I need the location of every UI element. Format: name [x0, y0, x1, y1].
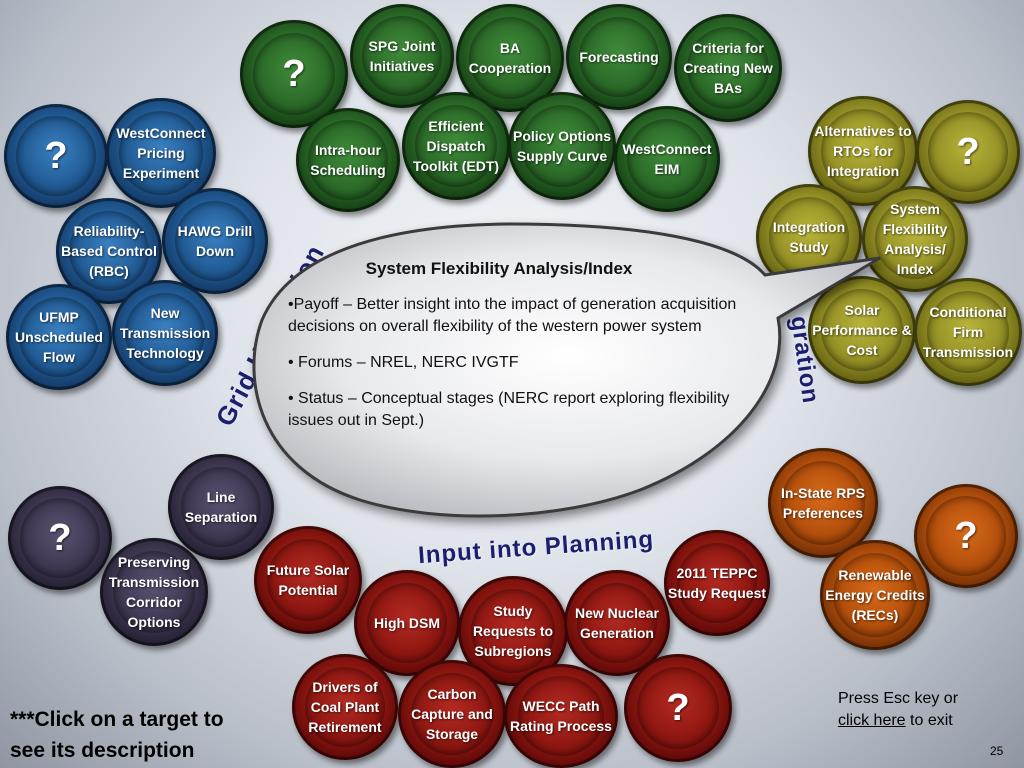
solar-performance-cost-bubble[interactable]: Solar Performance & Cost — [808, 276, 916, 384]
bubble-label: Reliability-Based Control (RBC) — [61, 223, 157, 279]
ba-cooperation-bubble[interactable]: BA Cooperation — [456, 4, 564, 112]
bubble-label: High DSM — [373, 615, 441, 631]
new-nuclear-generation-bubble[interactable]: New Nuclear Generation — [564, 570, 670, 676]
status-text: • Status – Conceptual stages (NERC repor… — [288, 390, 730, 429]
exit-prefix: Press Esc key or — [838, 690, 959, 707]
callout-content: System Flexibility Analysis/Index •Payof… — [288, 258, 750, 446]
bubble-label: In-State RPS Preferences — [780, 485, 865, 521]
red-question-bubble[interactable]: ? — [624, 654, 732, 762]
alternatives-to-rtos-bubble[interactable]: Alternatives to RTOs for Integration — [808, 96, 918, 206]
line-separation-bubble[interactable]: Line Separation — [168, 454, 274, 560]
exit-instruction: Press Esc key or click here to exit — [838, 688, 958, 732]
carbon-capture-storage-bubble[interactable]: Carbon Capture and Storage — [398, 660, 506, 768]
green-question-bubble[interactable]: ? — [240, 20, 348, 128]
bubble-label: System Flexibility Analysis/ Index — [882, 201, 948, 277]
bubble-label: WestConnect Pricing Experiment — [116, 125, 206, 181]
hawg-drill-down-bubble[interactable]: HAWG Drill Down — [162, 188, 268, 294]
olive-question-bubble[interactable]: ? — [916, 100, 1020, 204]
forecasting-bubble[interactable]: Forecasting — [566, 4, 672, 110]
new-transmission-technology-bubble[interactable]: New Transmission Technology — [112, 280, 218, 386]
teppc-study-request-bubble[interactable]: 2011 TEPPC Study Request — [664, 530, 770, 636]
westconnect-eim-bubble[interactable]: WestConnect EIM — [614, 106, 720, 212]
renewable-energy-credits-bubble[interactable]: Renewable Energy Credits (RECs) — [820, 540, 930, 650]
bubble-label: Renewable Energy Credits (RECs) — [825, 567, 925, 623]
page-number: 25 — [990, 744, 1004, 758]
spg-joint-initiatives-bubble[interactable]: SPG Joint Initiatives — [350, 4, 454, 108]
drivers-coal-plant-retirement-bubble[interactable]: Drivers of Coal Plant Retirement — [292, 654, 398, 760]
bubble-label: Solar Performance & Cost — [812, 302, 912, 358]
exit-link[interactable]: click here — [838, 712, 906, 729]
bubble-label: Future Solar Potential — [266, 562, 350, 598]
orange-question-bubble[interactable]: ? — [914, 484, 1018, 588]
future-solar-potential-bubble[interactable]: Future Solar Potential — [254, 526, 362, 634]
exit-suffix: to exit — [905, 712, 953, 729]
question-mark: ? — [956, 131, 980, 173]
efficient-dispatch-toolkit-bubble[interactable]: Efficient Dispatch Toolkit (EDT) — [402, 92, 510, 200]
bubble-label: SPG Joint Initiatives — [368, 38, 436, 74]
bubble-label: HAWG Drill Down — [177, 223, 253, 259]
bubble-label: Intra-hour Scheduling — [310, 142, 386, 178]
bubble-label: Forecasting — [579, 49, 659, 65]
question-mark: ? — [48, 517, 72, 559]
bubble-label: BA Cooperation — [468, 40, 552, 76]
bubble-label: WECC Path Rating Process — [510, 698, 612, 734]
bubble-label: Line Separation — [184, 489, 258, 525]
bubble-label: Preserving Transmission Corridor Options — [108, 554, 200, 630]
input-into-planning-label: Input into Planning — [417, 525, 655, 570]
bubble-label: Policy Options Supply Curve — [512, 128, 611, 164]
bubble-label: UFMP Unscheduled Flow — [15, 309, 103, 365]
bubble-label: Study Requests to Subregions — [472, 603, 554, 659]
criteria-new-bas-bubble[interactable]: Criteria for Creating New BAs — [674, 14, 782, 122]
bubble-label: New Transmission Technology — [119, 305, 211, 361]
integration-study-bubble[interactable]: Integration Study — [756, 184, 862, 290]
question-mark: ? — [954, 515, 978, 557]
high-dsm-bubble[interactable]: High DSM — [354, 570, 460, 676]
bubble-label: Conditional Firm Transmission — [922, 304, 1014, 360]
forums-text: • Forums – NREL, NERC IVGTF — [288, 354, 519, 371]
bubble-label: Alternatives to RTOs for Integration — [814, 123, 912, 179]
question-mark: ? — [282, 53, 306, 95]
policy-options-supply-curve-bubble[interactable]: Policy Options Supply Curve — [508, 92, 616, 200]
conditional-firm-transmission-bubble[interactable]: Conditional Firm Transmission — [914, 278, 1022, 386]
bubble-label: Integration Study — [772, 219, 846, 255]
callout-title: System Flexibility Analysis/Index — [365, 259, 633, 278]
preserving-transmission-corridor-bubble[interactable]: Preserving Transmission Corridor Options — [100, 538, 208, 646]
payoff-text: •Payoff – Better insight into the impact… — [288, 296, 737, 335]
question-mark: ? — [666, 687, 690, 729]
question-mark: ? — [44, 135, 68, 177]
bubble-label: Drivers of Coal Plant Retirement — [308, 679, 382, 735]
system-flexibility-analysis-bubble[interactable]: System Flexibility Analysis/ Index — [862, 186, 968, 292]
blue-question-bubble[interactable]: ? — [4, 104, 108, 208]
bubble-label: 2011 TEPPC Study Request — [668, 565, 767, 601]
bubble-label: WestConnect EIM — [622, 141, 712, 177]
bubble-label: Efficient Dispatch Toolkit (EDT) — [412, 118, 500, 174]
wecc-path-rating-bubble[interactable]: WECC Path Rating Process — [504, 664, 618, 768]
intra-hour-scheduling-bubble[interactable]: Intra-hour Scheduling — [296, 108, 400, 212]
bubble-label: Criteria for Creating New BAs — [683, 40, 773, 96]
click-instruction: ***Click on a target to see its descript… — [10, 708, 224, 762]
bubble-label: Carbon Capture and Storage — [411, 686, 493, 742]
ufmp-unscheduled-flow-bubble[interactable]: UFMP Unscheduled Flow — [6, 284, 112, 390]
bubble-label: New Nuclear Generation — [574, 605, 660, 641]
purple-question-bubble[interactable]: ? — [8, 486, 112, 590]
